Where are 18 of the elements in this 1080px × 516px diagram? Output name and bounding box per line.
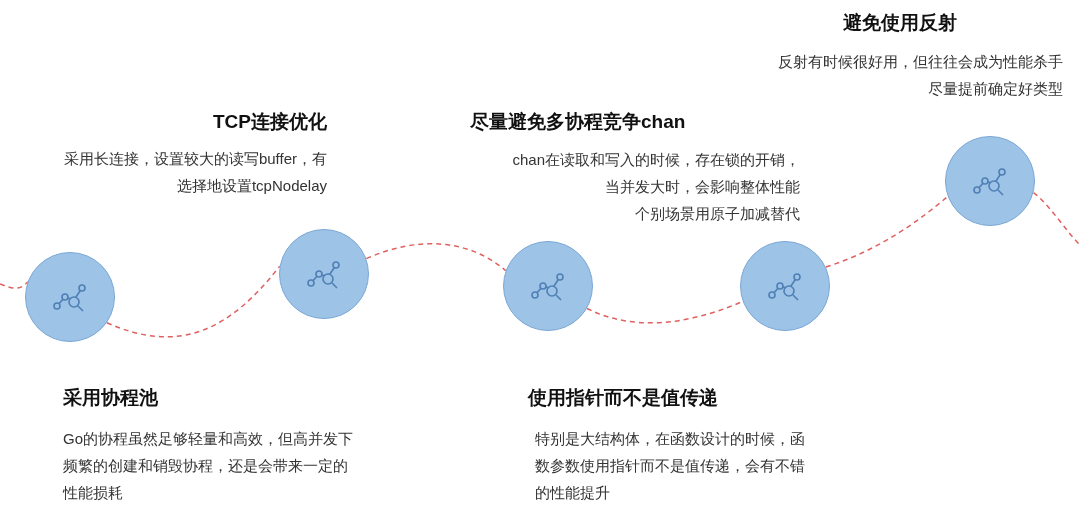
description-text: 当并发大时，会影响整体性能 xyxy=(605,177,800,197)
dashed-curve xyxy=(1032,191,1080,246)
description-text: Go的协程虽然足够轻量和高效，但高并发下频繁的创建和销毁协程，还是会带来一定的性能损耗 xyxy=(63,429,354,503)
description-text: 反射有时候很好用，但往往会成为性能杀手 xyxy=(778,52,1063,72)
dashed-curve xyxy=(365,243,507,272)
heading: TCP连接优化 xyxy=(213,110,327,134)
heading: 使用指针而不是值传递 xyxy=(528,386,718,410)
dashed-curve xyxy=(825,195,949,268)
dashed-curve xyxy=(0,280,29,289)
description-text: chan在读取和写入的时候，存在锁的开销， xyxy=(512,150,800,170)
heading: 避免使用反射 xyxy=(843,11,957,35)
description-text: 采用长连接，设置较大的读写buffer，有选择地设置tcpNodelay xyxy=(62,149,327,196)
dashed-curve xyxy=(106,265,281,338)
description-text: 个别场景用原子加减替代 xyxy=(635,204,800,224)
description-text: 尽量提前确定好类型 xyxy=(928,79,1063,99)
heading: 尽量避免多协程竞争chan xyxy=(470,110,686,134)
heading: 采用协程池 xyxy=(63,386,158,410)
description-text: 特别是大结构体，在函数设计的时候，函数参数使用指针而不是值传递，会有不错的性能提升 xyxy=(535,429,806,503)
